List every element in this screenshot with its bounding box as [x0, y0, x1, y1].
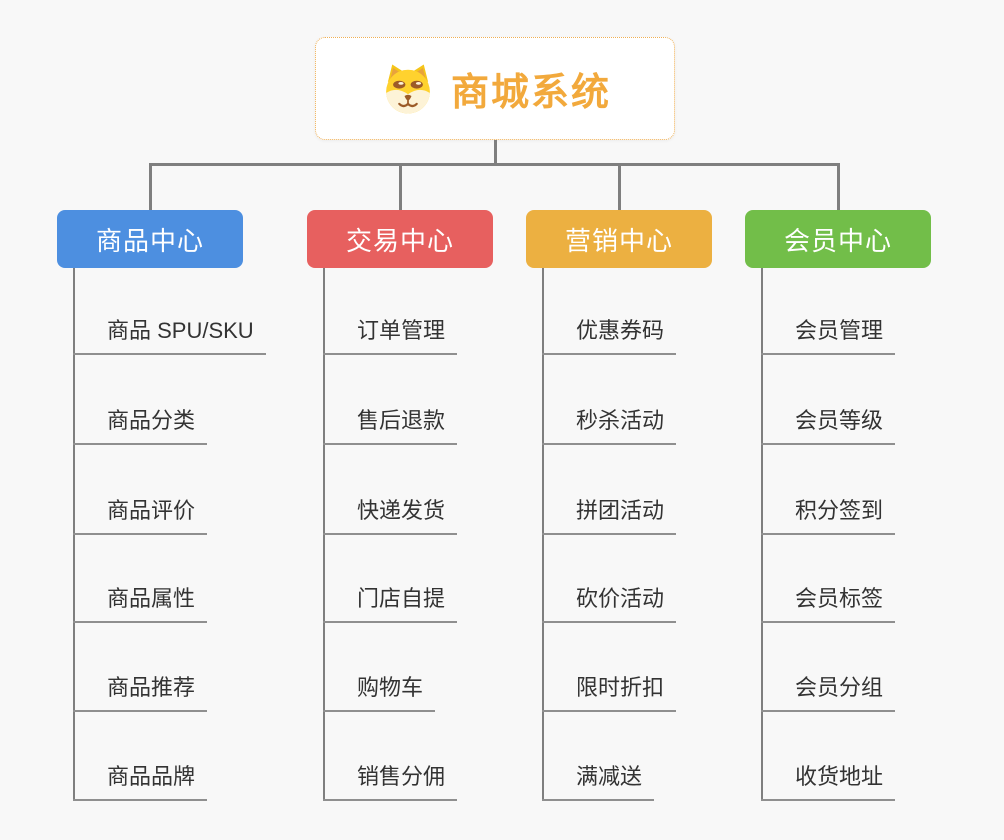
- branch-label: 会员中心: [783, 225, 892, 256]
- child-topic[interactable]: 订单管理: [323, 315, 458, 355]
- branch-node[interactable]: 交易中心: [307, 210, 493, 268]
- child-topic[interactable]: 砍价活动: [542, 583, 677, 623]
- child-topic[interactable]: 满减送: [542, 761, 655, 801]
- connector-horizontal-rail: [148, 163, 840, 166]
- child-topic[interactable]: 商品属性: [73, 583, 208, 623]
- child-topic[interactable]: 门店自提: [323, 583, 458, 623]
- child-topic[interactable]: 会员分组: [761, 672, 896, 712]
- connector-drop-line: [398, 163, 402, 210]
- root-title: 商城系统: [450, 72, 611, 114]
- connector-drop-line: [617, 163, 621, 210]
- child-topic[interactable]: 商品分类: [73, 405, 208, 445]
- child-topic[interactable]: 积分签到: [761, 495, 896, 535]
- child-topic[interactable]: 会员等级: [761, 405, 896, 445]
- connector-root-stem: [493, 140, 497, 163]
- root-node[interactable]: 商城系统: [315, 37, 675, 140]
- child-topic[interactable]: 会员管理: [761, 315, 896, 355]
- child-topic[interactable]: 商品评价: [73, 495, 208, 535]
- child-topic[interactable]: 销售分佣: [323, 761, 458, 801]
- branch-node[interactable]: 会员中心: [745, 210, 931, 268]
- connector-drop-line: [148, 163, 152, 210]
- branch-label: 交易中心: [345, 225, 454, 256]
- child-topic[interactable]: 商品品牌: [73, 761, 208, 801]
- child-topic[interactable]: 秒杀活动: [542, 405, 677, 445]
- dog-face-icon: [386, 64, 430, 113]
- child-topic[interactable]: 售后退款: [323, 405, 458, 445]
- connector-drop-line: [836, 163, 840, 210]
- branch-node[interactable]: 营销中心: [526, 210, 712, 268]
- branch-label: 营销中心: [564, 225, 673, 256]
- child-topic[interactable]: 收货地址: [761, 761, 896, 801]
- child-topic[interactable]: 会员标签: [761, 583, 896, 623]
- child-topic[interactable]: 商品 SPU/SKU: [73, 315, 266, 355]
- child-topic[interactable]: 拼团活动: [542, 495, 677, 535]
- branch-node[interactable]: 商品中心: [57, 210, 243, 268]
- child-topic[interactable]: 快递发货: [323, 495, 458, 535]
- child-topic[interactable]: 商品推荐: [73, 672, 208, 712]
- child-topic[interactable]: 限时折扣: [542, 672, 677, 712]
- branch-label: 商品中心: [95, 225, 204, 256]
- child-topic[interactable]: 优惠券码: [542, 315, 677, 355]
- child-topic[interactable]: 购物车: [323, 672, 436, 712]
